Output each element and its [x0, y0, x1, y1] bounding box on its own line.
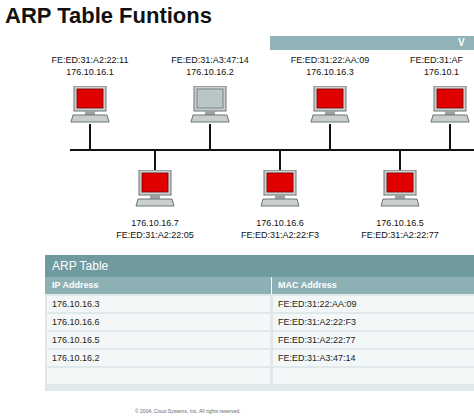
- mac-address: FE:ED:31:A2:22:F3: [225, 230, 335, 241]
- ip-address: 176.10.1: [424, 67, 459, 78]
- table-cell: FE:ED:31:22:AA:09: [278, 295, 357, 313]
- computer-icon: [311, 86, 349, 122]
- table-cell: 176.10.16.6: [52, 313, 100, 331]
- computer-icon: [191, 86, 229, 122]
- diagram-title: ARP Table Funtions: [5, 3, 212, 29]
- ip-address: 176.10.16.7: [100, 218, 210, 229]
- table-title: ARP Table: [52, 259, 108, 273]
- column-header: MAC Address: [278, 280, 337, 291]
- computer-icon: [431, 86, 469, 122]
- computer-icon: [381, 170, 419, 206]
- copyright-note: © 2004, Cisco Systems, Inc. All rights r…: [135, 408, 240, 415]
- header-band: [270, 36, 474, 50]
- network-bus: [70, 149, 474, 151]
- table-cell: 176.10.16.2: [52, 349, 100, 367]
- mac-address: FE:ED:31:A2:22:05: [100, 230, 210, 241]
- drop-lines: [90, 124, 450, 170]
- table-cell: FE:ED:31:A2:22:F3: [278, 313, 356, 331]
- mac-address: FE:ED:31:A3:47:14: [155, 55, 265, 66]
- table-cell: FE:ED:31:A2:22:77: [278, 331, 356, 349]
- ip-address: 176.10.16.2: [155, 67, 265, 78]
- mac-address: FE:ED:31:A2:22:11: [35, 55, 145, 66]
- ip-address: 176.10.16.3: [275, 67, 385, 78]
- table-cell: FE:ED:31:A3:47:14: [278, 349, 356, 367]
- column-header: IP Address: [52, 280, 99, 291]
- computer-icon: [71, 86, 109, 122]
- mac-address: FE:ED:31:AF: [410, 55, 463, 66]
- mac-address: FE:ED:31:22:AA:09: [275, 55, 385, 66]
- mac-address: FE:ED:31:A2:22:77: [345, 230, 455, 241]
- arp-table: [45, 255, 474, 391]
- computer-icon: [261, 170, 299, 206]
- table-cell: 176.10.16.5: [52, 331, 100, 349]
- ip-address: 176.10.16.1: [35, 67, 145, 78]
- computer-icon: [136, 170, 174, 206]
- ip-address: 176.10.16.6: [225, 218, 335, 229]
- ip-address: 176.10.16.5: [345, 218, 455, 229]
- band-letter: V: [458, 37, 465, 49]
- table-cell: 176.10.16.3: [52, 295, 100, 313]
